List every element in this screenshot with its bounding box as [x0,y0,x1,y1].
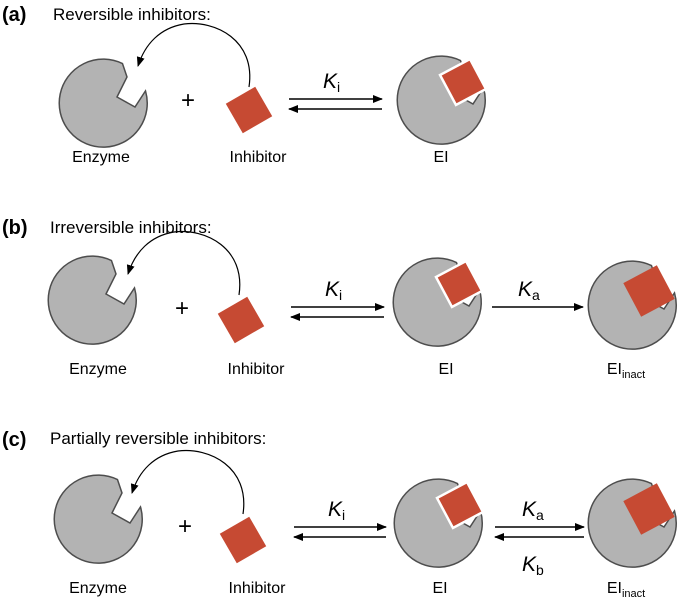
inactivated-complex-icon [587,478,677,568]
enzyme-icon [58,58,148,148]
complex-label: EI [433,149,448,166]
equilibrium-arrows-icon [293,523,387,541]
rate-constant-kb: Kb [522,553,544,578]
inhibitor-label: Inhibitor [229,580,287,597]
inhibitor-icon [219,516,267,564]
panel-c: (c) Partially reversible inhibitors: Enz… [2,429,677,600]
equilibrium-arrows-icon [290,303,385,321]
enzyme-label: Enzyme [69,580,127,597]
panel-letter: (c) [2,429,26,451]
binding-curve-arrow [130,449,245,515]
rate-constant-ki: Ki [325,278,342,303]
enzyme-inhibitor-complex-icon [396,55,488,145]
panel-title: Irreversible inhibitors: [50,218,212,237]
rate-constant-ki: Ki [328,498,345,523]
enzyme-icon [53,474,143,564]
panel-letter: (a) [2,4,26,26]
inhibitor-icon [217,296,265,344]
inactivated-complex-label: EIinact [607,361,645,381]
plus-sign: + [181,87,195,114]
inactivated-complex-label: EIinact [607,580,645,600]
enzyme-label: Enzyme [69,361,127,378]
complex-label: EI [432,580,447,597]
binding-curve-arrow [136,22,251,88]
inhibitor-label: Inhibitor [228,361,286,378]
inactivated-complex-icon [587,260,677,350]
enzyme-inhibitor-complex-icon [392,257,484,347]
inhibitor-icon [225,86,273,134]
rate-constant-ki: Ki [323,70,340,95]
complex-label: EI [438,361,453,378]
panel-title: Reversible inhibitors: [53,5,211,24]
equilibrium-arrows-icon [288,95,383,113]
panel-a: (a) Reversible inhibitors: Enzyme + Inhi… [2,4,488,166]
enzyme-inhibitor-complex-icon [393,478,485,568]
equilibrium-arrows-icon [494,523,585,541]
enzyme-icon [47,255,137,345]
panel-letter: (b) [2,217,28,239]
rate-constant-ka: Ka [522,498,544,523]
panel-title: Partially reversible inhibitors: [50,429,266,448]
inhibitor-label: Inhibitor [230,149,288,166]
binding-curve-arrow [126,230,241,296]
enzyme-label: Enzyme [72,149,130,166]
plus-sign: + [178,513,192,540]
rate-constant-ka: Ka [518,278,540,303]
plus-sign: + [175,295,189,322]
panel-b: (b) Irreversible inhibitors: Enzyme + In… [2,217,677,381]
